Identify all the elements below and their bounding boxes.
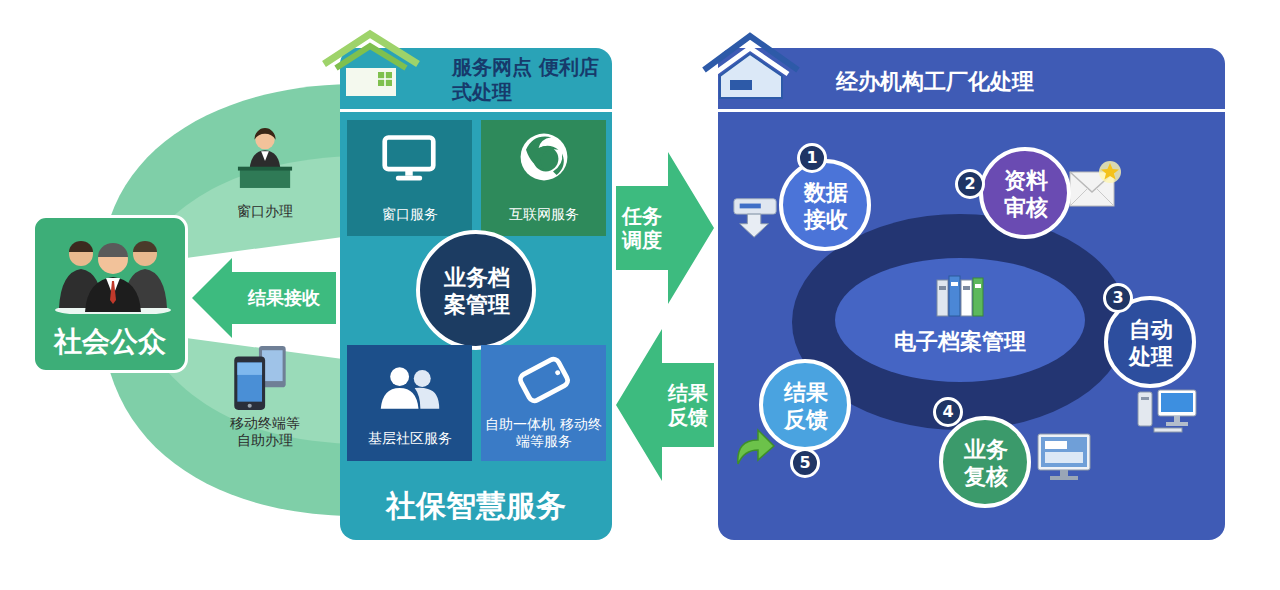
node-title: 互联网服务 xyxy=(481,206,606,224)
computers-icon xyxy=(1138,390,1196,432)
fan-gap xyxy=(186,236,350,360)
node-title: 经办机构工厂化处理 xyxy=(836,68,1136,96)
house2-icon xyxy=(704,36,798,98)
node-title: 业务复核 xyxy=(962,436,1010,491)
service-panel: 窗口服务互联网服务业务档案管理基层社区服务自助一体机 移动终端等服务 服务网点 便… xyxy=(340,48,612,540)
step-circle: 结果反馈 xyxy=(759,359,851,451)
service-tile: 窗口服务 xyxy=(347,120,472,236)
callout-number: 2 xyxy=(955,169,985,199)
node-title: 资料审核 xyxy=(1002,167,1050,222)
clerk-icon xyxy=(238,128,292,188)
step-circle: 资料审核 xyxy=(979,147,1071,239)
arrow-label: 任务调度 xyxy=(620,204,664,252)
node-title: 窗口服务 xyxy=(347,206,472,224)
service-tile: 自助一体机 移动终端等服务 xyxy=(481,345,606,461)
node-title: 服务网点 便利店式处理 xyxy=(452,55,607,105)
people-icon xyxy=(55,241,171,316)
house1-icon xyxy=(324,34,418,96)
node-title: 基层社区服务 xyxy=(347,430,472,448)
node-title: 业务档案管理 xyxy=(442,264,512,319)
arrow-label: 结果接收 xyxy=(244,287,323,309)
step-circle: 业务复核 xyxy=(939,416,1031,508)
folders-icon xyxy=(937,276,983,316)
callout-number: 4 xyxy=(933,397,963,427)
node-title: 自助一体机 移动终端等服务 xyxy=(483,416,604,451)
tablet-icon xyxy=(518,357,569,403)
hline-icon xyxy=(718,109,1225,112)
callout-number: 1 xyxy=(797,143,827,173)
block-arrow xyxy=(192,258,336,338)
arrow-label: 结果反馈 xyxy=(666,381,710,429)
node-title: 电子档案管理 xyxy=(835,328,1085,356)
service-tile: 互联网服务 xyxy=(481,120,606,236)
step-circle: 数据接收 xyxy=(779,159,871,251)
envelope-icon xyxy=(1070,161,1121,206)
service-tile: 基层社区服务 xyxy=(347,345,472,461)
monitor2-icon xyxy=(1038,434,1090,480)
archive-ellipse: 电子档案管理 xyxy=(835,258,1085,382)
channel-label: 窗口办理 xyxy=(220,203,310,221)
public-box: 社会公众 xyxy=(32,215,188,373)
curvearrow-icon xyxy=(738,430,774,464)
hline-icon xyxy=(340,109,612,112)
persons-icon xyxy=(381,367,439,408)
block-arrow xyxy=(616,329,714,481)
callout-number: 5 xyxy=(790,448,820,478)
node-title: 结果反馈 xyxy=(782,379,830,434)
node-footer: 社保智慧服务 xyxy=(340,487,612,525)
fox-icon xyxy=(521,134,568,181)
node-decoration xyxy=(835,258,1085,382)
node-title: 数据接收 xyxy=(802,179,850,234)
block-arrow xyxy=(616,152,714,304)
monitor-icon xyxy=(385,137,434,180)
channel-label: 移动终端等 自助办理 xyxy=(221,415,309,450)
callout-number: 3 xyxy=(1103,283,1133,313)
node-title: 自动处理 xyxy=(1127,316,1175,371)
mobile-icon xyxy=(234,346,285,410)
scanner-icon xyxy=(734,199,776,237)
center-circle: 业务档案管理 xyxy=(416,230,536,350)
node-title: 社会公众 xyxy=(35,324,185,359)
